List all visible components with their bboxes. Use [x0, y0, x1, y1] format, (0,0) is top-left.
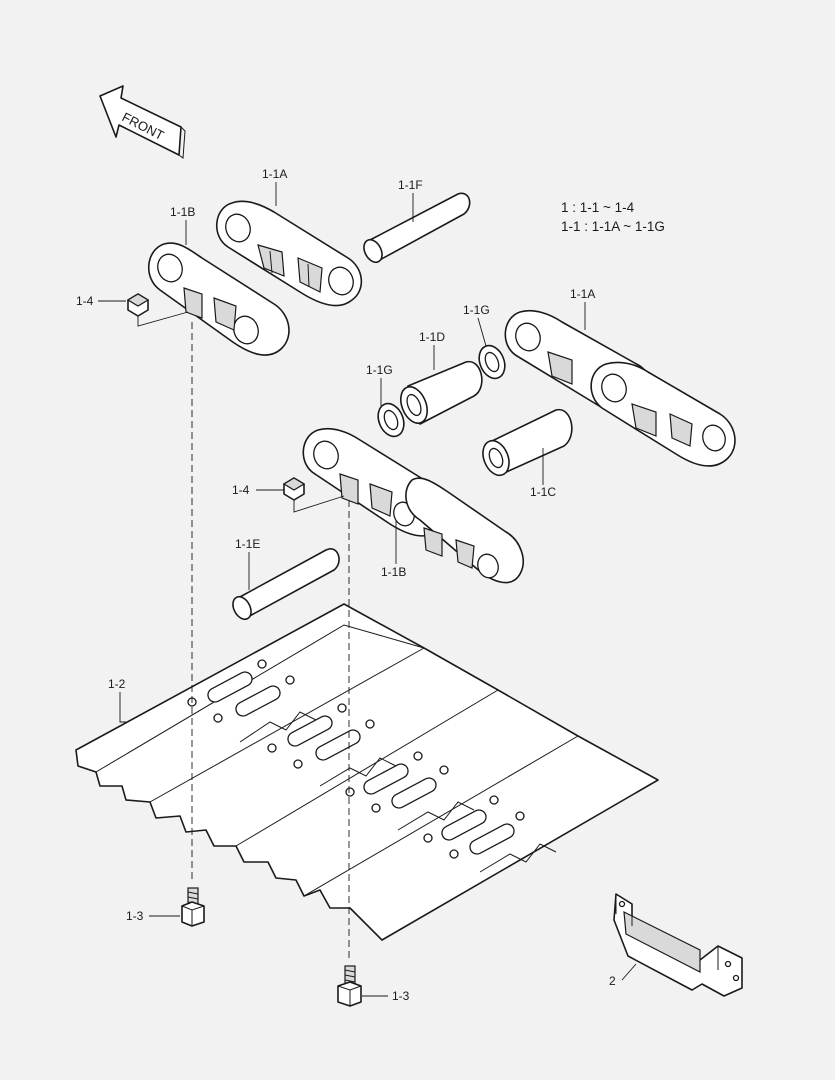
seal-1-1g-right — [478, 344, 506, 380]
label-1-1b-middle: 1-1B — [381, 565, 406, 579]
seal-1-1g-left — [377, 402, 405, 438]
pin-1-1f — [363, 192, 471, 264]
link-1-1b-middle — [302, 427, 524, 584]
label-1-4-top: 1-4 — [76, 294, 94, 308]
label-1-3-left: 1-3 — [126, 909, 144, 923]
label-2: 2 — [609, 974, 616, 988]
label-1-1e: 1-1E — [235, 537, 260, 551]
label-1-1a-top: 1-1A — [262, 167, 287, 181]
label-1-2: 1-2 — [108, 677, 126, 691]
nut-1-4-middle — [282, 477, 345, 513]
label-1-1g-right: 1-1G — [463, 303, 490, 317]
label-1-1g-left: 1-1G — [366, 363, 393, 377]
link-1-1a-upper — [215, 200, 363, 307]
label-1-4-middle: 1-4 — [232, 483, 250, 497]
label-1-1f: 1-1F — [398, 178, 423, 192]
label-1-3-bottom: 1-3 — [392, 989, 410, 1003]
track-shoe-1-2 — [75, 603, 659, 941]
label-1-1b-top: 1-1B — [170, 205, 195, 219]
bushing-1-1d — [399, 361, 483, 425]
label-1-1c: 1-1C — [530, 485, 556, 499]
bolt-1-3-bottom — [337, 965, 362, 1007]
leader-lines — [98, 182, 637, 997]
guard-bracket-2 — [613, 893, 743, 997]
nut-1-4-upper — [126, 293, 189, 327]
bushing-1-1c — [482, 409, 573, 477]
legend-line-1: 1 : 1-1 ~ 1-4 — [561, 200, 635, 215]
front-arrow-icon: FRONT — [99, 85, 186, 159]
legend-line-2: 1-1 : 1-1A ~ 1-1G — [561, 219, 665, 234]
label-1-1d: 1-1D — [419, 330, 445, 344]
label-1-1a-right: 1-1A — [570, 287, 595, 301]
link-1-1a-right — [504, 309, 736, 467]
pin-1-1e — [232, 548, 340, 621]
link-1-1b-upper — [147, 242, 290, 356]
bolt-1-3-left — [181, 887, 205, 927]
